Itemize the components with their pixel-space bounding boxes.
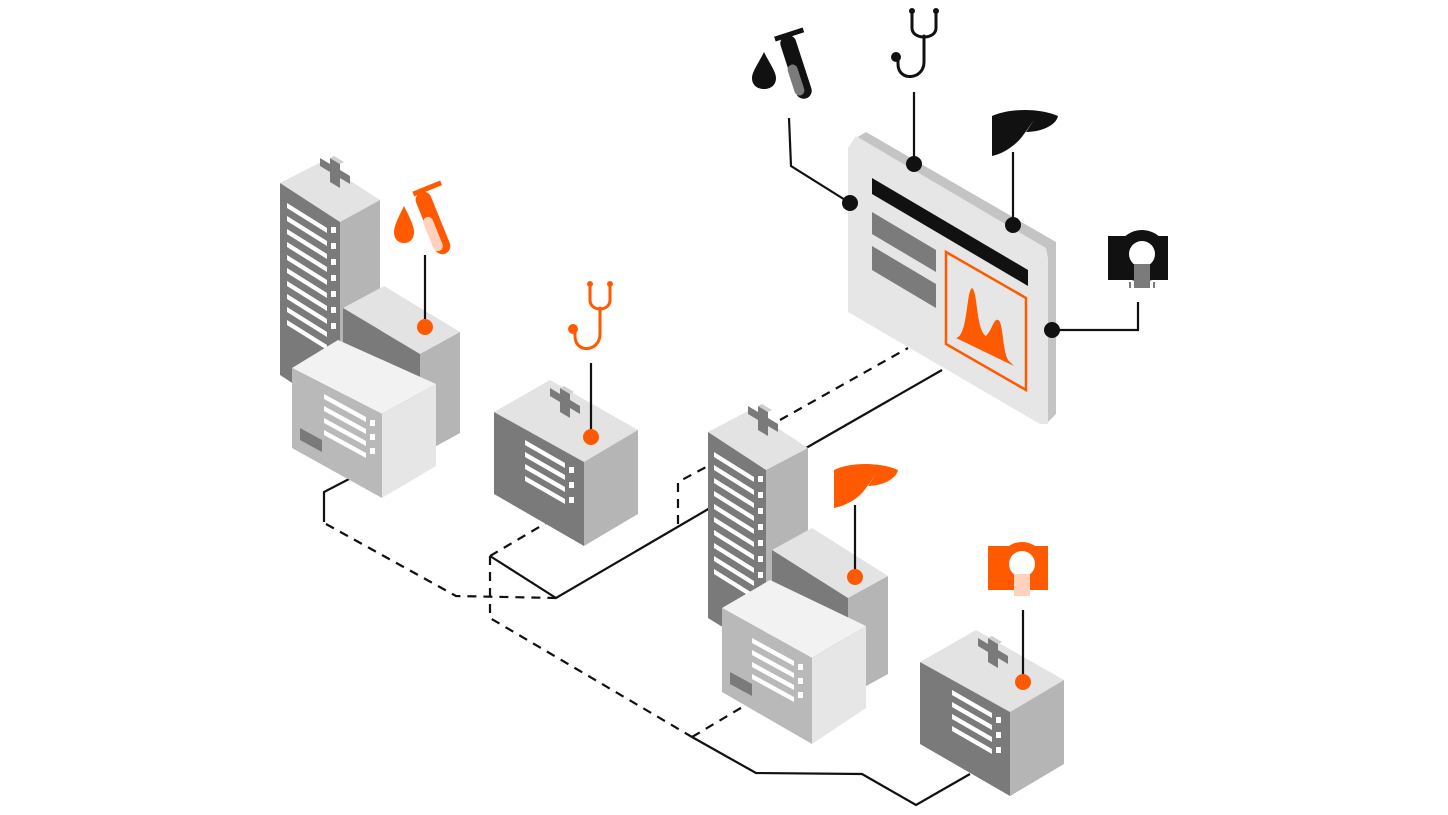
- lowblock-front: [722, 608, 812, 744]
- clinic-windows: [525, 440, 574, 504]
- mri-scanner-icon: [988, 542, 1048, 596]
- stethoscope-icon: [891, 8, 939, 78]
- tower-roof: [280, 162, 380, 222]
- clinic-center-left: [494, 281, 638, 546]
- stethoscope-icon: [568, 281, 613, 350]
- lowblock-door: [300, 428, 322, 452]
- midblock-roof: [343, 286, 460, 354]
- blood-test-tube-icon: [394, 180, 451, 255]
- lowblock-door: [730, 672, 752, 696]
- clinic-side: [1010, 680, 1064, 796]
- lowblock-side: [382, 384, 436, 498]
- dashed-link: [676, 465, 709, 524]
- clinic-front: [920, 662, 1010, 796]
- medical-cross-icon: [748, 404, 778, 436]
- header-bar: [872, 178, 1028, 286]
- clinic-roof: [920, 630, 1064, 712]
- hospital-complex-left: [280, 156, 460, 498]
- liver-icon: [992, 110, 1058, 156]
- medical-cross-icon: [550, 386, 580, 418]
- clinic-windows: [952, 690, 1001, 754]
- info-bar: [872, 212, 936, 272]
- dashed-link: [488, 556, 693, 738]
- dashed-link: [779, 347, 909, 421]
- connection-node: [583, 429, 599, 445]
- info-bar: [872, 246, 936, 308]
- clinic-front: [494, 412, 584, 546]
- solid-link: [691, 736, 971, 807]
- dashed-link: [325, 523, 557, 600]
- peak-chart-icon: [944, 249, 1028, 393]
- tower-roof: [708, 410, 808, 470]
- clinic-bottom-right: [920, 542, 1064, 796]
- lowblock-windows: [324, 394, 375, 458]
- dashed-link: [489, 522, 547, 557]
- connection-node: [417, 319, 433, 335]
- connection-node: [906, 156, 922, 172]
- hospital-complex-center: [708, 404, 898, 744]
- mri-scanner-icon: [1108, 230, 1168, 288]
- connection-node: [1044, 322, 1060, 338]
- screen-edge: [856, 132, 1056, 424]
- connection-node: [842, 195, 858, 211]
- connection-node: [847, 569, 863, 585]
- tower-windows: [714, 452, 763, 599]
- connection-node: [1005, 217, 1021, 233]
- lowblock-roof: [292, 340, 436, 414]
- lowblock-side: [812, 626, 866, 744]
- solid-link: [805, 369, 943, 449]
- clinic-side: [584, 430, 638, 546]
- lowblock-windows: [752, 638, 803, 702]
- blood-test-tube-icon: [752, 27, 812, 99]
- liver-icon: [834, 464, 898, 508]
- lowblock-roof: [722, 580, 866, 658]
- medical-cross-icon: [320, 156, 350, 188]
- medical-cross-icon: [978, 636, 1008, 668]
- connection-node: [1015, 674, 1031, 690]
- tower-windows: [287, 203, 336, 350]
- lowblock-front: [292, 368, 382, 498]
- patient-record-dashboard: [752, 8, 1168, 424]
- clinic-roof: [494, 380, 638, 462]
